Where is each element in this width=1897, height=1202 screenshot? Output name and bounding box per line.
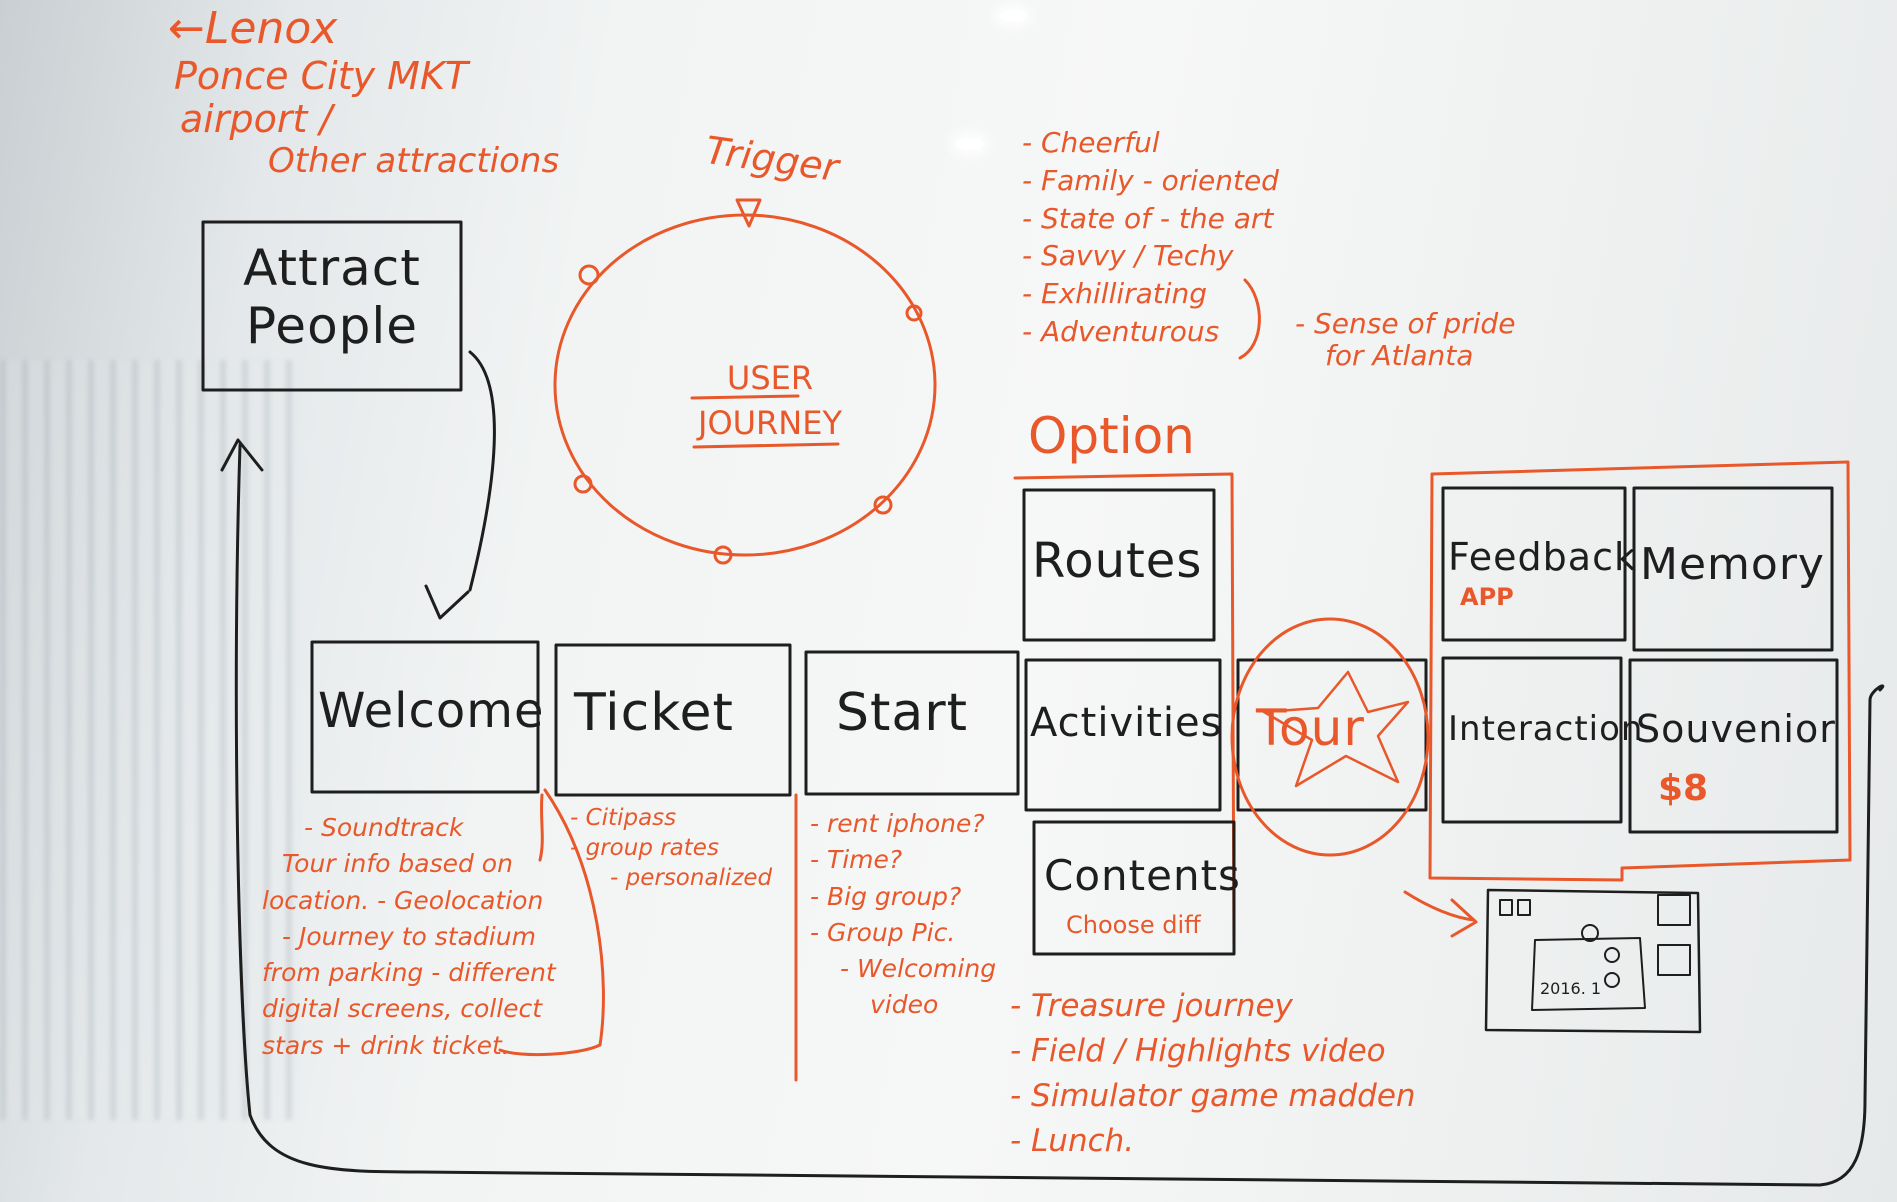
attribute-item: - Exhillirating [1022,277,1208,311]
ceiling-light-reflection [1000,10,1026,22]
start-note: - rent iphone? [810,809,985,838]
location-list: ←Lenox Ponce City MKT airport / Other at… [168,3,560,181]
attribute-item: - Family - oriented [1022,163,1279,197]
welcome-note: - Soundtrack [304,813,464,842]
attract-people-line: People [245,296,419,355]
welcome-note: digital screens, collect [262,994,543,1024]
attract-people-label: Attract People [222,239,442,355]
activity-note: - Simulator game madden [1010,1077,1416,1114]
attribute-item: - Cheerful [1022,126,1160,159]
tour-label: Tour [1256,699,1365,757]
activities-box [1024,658,1222,812]
feedback-label: Feedback [1448,535,1637,579]
ceiling-light-reflection [957,138,983,150]
outer-loop-line [220,438,1885,1187]
tour-star-icon [1262,670,1410,788]
interaction-label: Interaction [1448,709,1644,749]
welcome-note: - Journey to stadium [282,921,536,951]
user-journey-word: JOURNEY [698,403,842,442]
location-item: Ponce City MKT [174,53,469,98]
welcome-note: from parking - different [262,958,556,987]
ticket-notes: - Citipass - group rates - personalized [570,804,772,894]
experience-attributes: - Cheerful - Family - oriented - State o… [1022,124,1279,351]
pride-note: - Sense of pride for Atlanta [1295,307,1516,373]
welcome-box [310,640,540,794]
location-item: Other attractions [268,140,560,181]
pride-note-line: - Sense of pride [1295,307,1516,340]
tour-highlight-circle [1230,617,1430,857]
arrow-attract-to-welcome [424,350,496,620]
souvenir-label: Souvenior [1636,707,1836,751]
attract-people-box [201,220,463,392]
activity-note: - Field / Highlights video [1010,1032,1386,1069]
memory-label: Memory [1640,539,1825,590]
location-item: airport / [180,97,333,142]
start-box [804,650,1020,796]
location-item: ←Lenox [168,3,338,54]
welcome-note: Tour info based on [282,849,513,879]
option-group-box [1013,472,1236,952]
ticket-note: - group rates [570,834,719,861]
souvenir-box [1628,658,1839,834]
start-label: Start [836,683,969,743]
start-note: - Big group? [810,881,962,911]
ticket-note: - personalized [610,864,773,891]
activity-note: - Treasure journey [1010,988,1293,1024]
activities-label: Activities [1030,700,1223,746]
pride-note-line: for Atlanta [1325,339,1474,373]
activity-note: - Lunch. [1010,1122,1135,1159]
trigger-marker [735,198,762,228]
window-reflection [0,360,300,1120]
routes-label: Routes [1032,533,1203,589]
welcome-label: Welcome [318,683,545,739]
memory-box [1632,486,1834,652]
contents-box [1032,820,1236,956]
attribute-item: - Savvy / Techy [1022,239,1234,273]
interaction-box [1441,656,1623,824]
option-label: Option [1028,407,1195,465]
attribute-item: - State of - the art [1022,201,1274,235]
phone-sketch [1484,888,1702,1034]
user-journey-word: USER [726,359,814,397]
journey-node [578,264,600,286]
start-note: - Time? [810,845,903,875]
sketch-caption: 2016. 1 [1540,979,1602,998]
journey-node [905,304,923,322]
activity-notes: - Treasure journey - Field / Highlights … [1010,984,1416,1164]
welcome-note: stars + drink ticket. [262,1030,510,1060]
ticket-box [554,643,792,797]
contents-sub-label: Choose diff [1066,911,1201,939]
welcome-note: location. - Geolocation [262,885,544,915]
tour-box [1236,658,1428,812]
welcome-notes: - Soundtrack Tour info based on location… [262,810,556,1064]
attract-people-line: Attract [243,239,421,297]
souvenir-price: $8 [1658,768,1709,809]
ticket-label: Ticket [574,683,734,743]
start-note: - Welcoming [840,954,997,983]
user-journey-label: USER JOURNEY [698,360,842,442]
ticket-note: - Citipass [570,805,677,831]
arrow-to-sketch [1403,890,1478,938]
contents-label: Contents [1044,851,1241,900]
routes-box [1022,488,1216,642]
attribute-item: - Adventurous [1022,314,1220,348]
start-notes: - rent iphone? - Time? - Big group? - Gr… [810,806,996,1024]
start-note: video [870,990,939,1020]
journey-node [573,474,593,494]
feedback-sub-label: APP [1460,583,1514,611]
feedback-box [1441,486,1627,642]
attributes-bracket [1238,278,1261,360]
journey-node [713,545,733,565]
journey-node [873,495,893,515]
start-note: - Group Pic. [810,917,956,947]
result-group-box [1428,460,1852,882]
